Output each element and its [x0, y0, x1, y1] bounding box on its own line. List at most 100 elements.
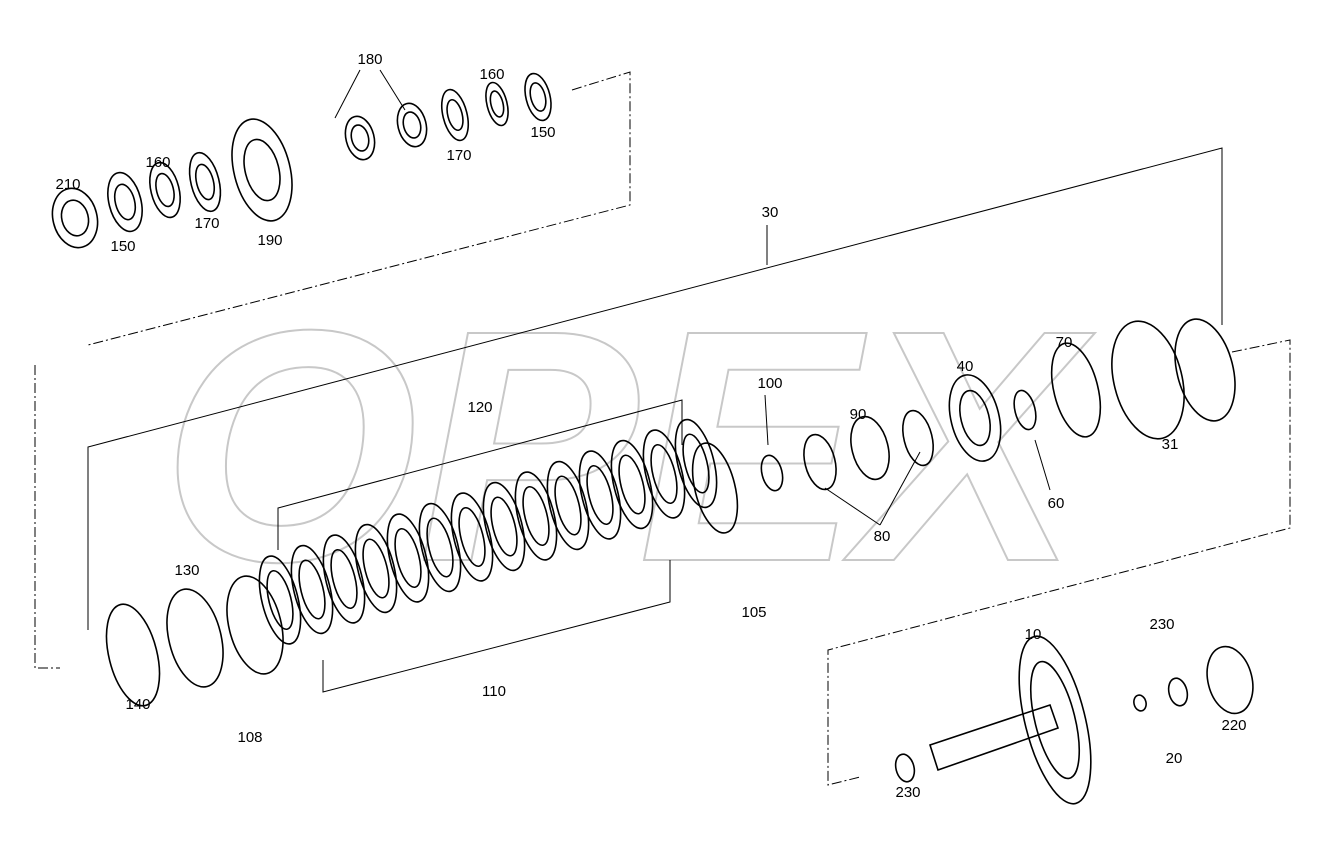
- disc-bore: [362, 538, 390, 599]
- disc-bore: [298, 559, 326, 620]
- part-label: 180: [357, 51, 382, 68]
- disc-bore: [458, 506, 486, 568]
- gear-hub: [1029, 660, 1081, 780]
- bearing-bore: [60, 199, 90, 237]
- disc: [226, 575, 284, 675]
- part-label: 108: [237, 729, 262, 746]
- disc-bore: [426, 517, 454, 578]
- steel-plate: [514, 471, 558, 561]
- shim: [149, 161, 181, 219]
- leader-lines: [87, 69, 1223, 693]
- needle-bearing: [396, 102, 428, 148]
- needle-bearing-bore: [350, 124, 370, 152]
- drum-end: [1174, 318, 1236, 422]
- thrust-washer: [524, 72, 552, 122]
- steel-plate: [386, 513, 430, 603]
- piston-bore: [959, 389, 991, 447]
- gear: [1018, 635, 1092, 805]
- washer: [188, 151, 222, 213]
- assembly-boundaries: [34, 71, 1291, 786]
- part-label: 30: [762, 204, 779, 221]
- part-label: 110: [482, 683, 506, 700]
- bearing: [1206, 645, 1254, 715]
- part-label: 190: [257, 232, 282, 249]
- disc-bore: [554, 475, 582, 536]
- part-label: 160: [479, 66, 504, 83]
- friction-disc: [418, 502, 462, 593]
- friction-disc: [674, 418, 718, 509]
- shim-bore: [155, 172, 175, 208]
- seal-ring: [902, 409, 934, 467]
- part-label: 130: [174, 562, 199, 579]
- shim-bore: [489, 90, 505, 118]
- gear: [231, 118, 293, 222]
- snap-ring: [105, 603, 161, 707]
- bearing: [51, 187, 99, 249]
- washer-bore: [446, 98, 464, 132]
- gear-bore: [243, 138, 281, 202]
- snap-ring: [1167, 677, 1189, 707]
- shim: [485, 81, 509, 127]
- part-label: 220: [1221, 717, 1246, 734]
- friction-disc: [546, 460, 590, 551]
- part-label: 100: [757, 375, 782, 392]
- steel-plate: [258, 555, 302, 645]
- friction-disc: [482, 481, 526, 572]
- steel-plate: [450, 492, 494, 582]
- part-label: 10: [1025, 626, 1042, 643]
- clutch-drum: [1111, 320, 1185, 440]
- part-label: 150: [530, 124, 555, 141]
- steel-plate: [642, 429, 686, 519]
- steel-plate: [322, 534, 366, 624]
- part-label: 105: [741, 604, 766, 621]
- watermark-logo: OPEX: [160, 260, 1096, 631]
- parts: [51, 72, 1254, 805]
- part-label: 70: [1056, 334, 1073, 351]
- end-plate: [166, 588, 224, 688]
- disc-bore: [618, 454, 646, 515]
- disc-bore: [330, 548, 358, 610]
- spring: [850, 415, 890, 481]
- snap-ring: [760, 454, 784, 492]
- snap-ring: [894, 753, 916, 783]
- part-labels: 180 160 150 170 160 210 150 170 190 30 120 100 90 40 7…: [55, 51, 1246, 801]
- steel-plate: [578, 450, 622, 540]
- friction-disc: [290, 544, 334, 635]
- disc-bore: [522, 485, 550, 547]
- friction-disc: [354, 523, 398, 614]
- part-label: 90: [850, 406, 867, 423]
- part-label: 170: [194, 215, 219, 232]
- part-label: 20: [1166, 750, 1183, 767]
- part-label: 230: [1149, 616, 1174, 633]
- svg-text:OPEX: OPEX: [161, 261, 1095, 630]
- disc-bore: [266, 569, 294, 631]
- spring-pin: [1133, 694, 1147, 712]
- needle-bearing-bore: [402, 111, 422, 139]
- part-label: 150: [110, 238, 135, 255]
- disc-bore: [394, 527, 422, 589]
- part-label: 40: [957, 358, 974, 375]
- output-shaft: [928, 703, 1060, 772]
- o-ring: [1050, 342, 1102, 438]
- washer-bore: [194, 163, 216, 201]
- disc: [691, 442, 739, 534]
- part-label: 120: [467, 399, 492, 416]
- piston: [948, 374, 1002, 462]
- part-label: 160: [145, 154, 170, 171]
- washer: [440, 88, 470, 142]
- part-label: 170: [446, 147, 471, 164]
- part-label: 210: [55, 176, 80, 193]
- thrust-washer: [107, 171, 143, 233]
- disc-bore: [682, 433, 710, 494]
- seal-ring: [803, 433, 837, 491]
- friction-disc: [610, 439, 654, 530]
- part-label: 140: [125, 696, 150, 713]
- disc-bore: [586, 464, 614, 526]
- o-ring: [1013, 389, 1037, 431]
- thrust-washer-bore: [529, 82, 547, 112]
- part-label: 31: [1162, 436, 1179, 453]
- part-label: 80: [874, 528, 891, 545]
- part-label: 230: [895, 784, 920, 801]
- needle-bearing: [344, 115, 376, 161]
